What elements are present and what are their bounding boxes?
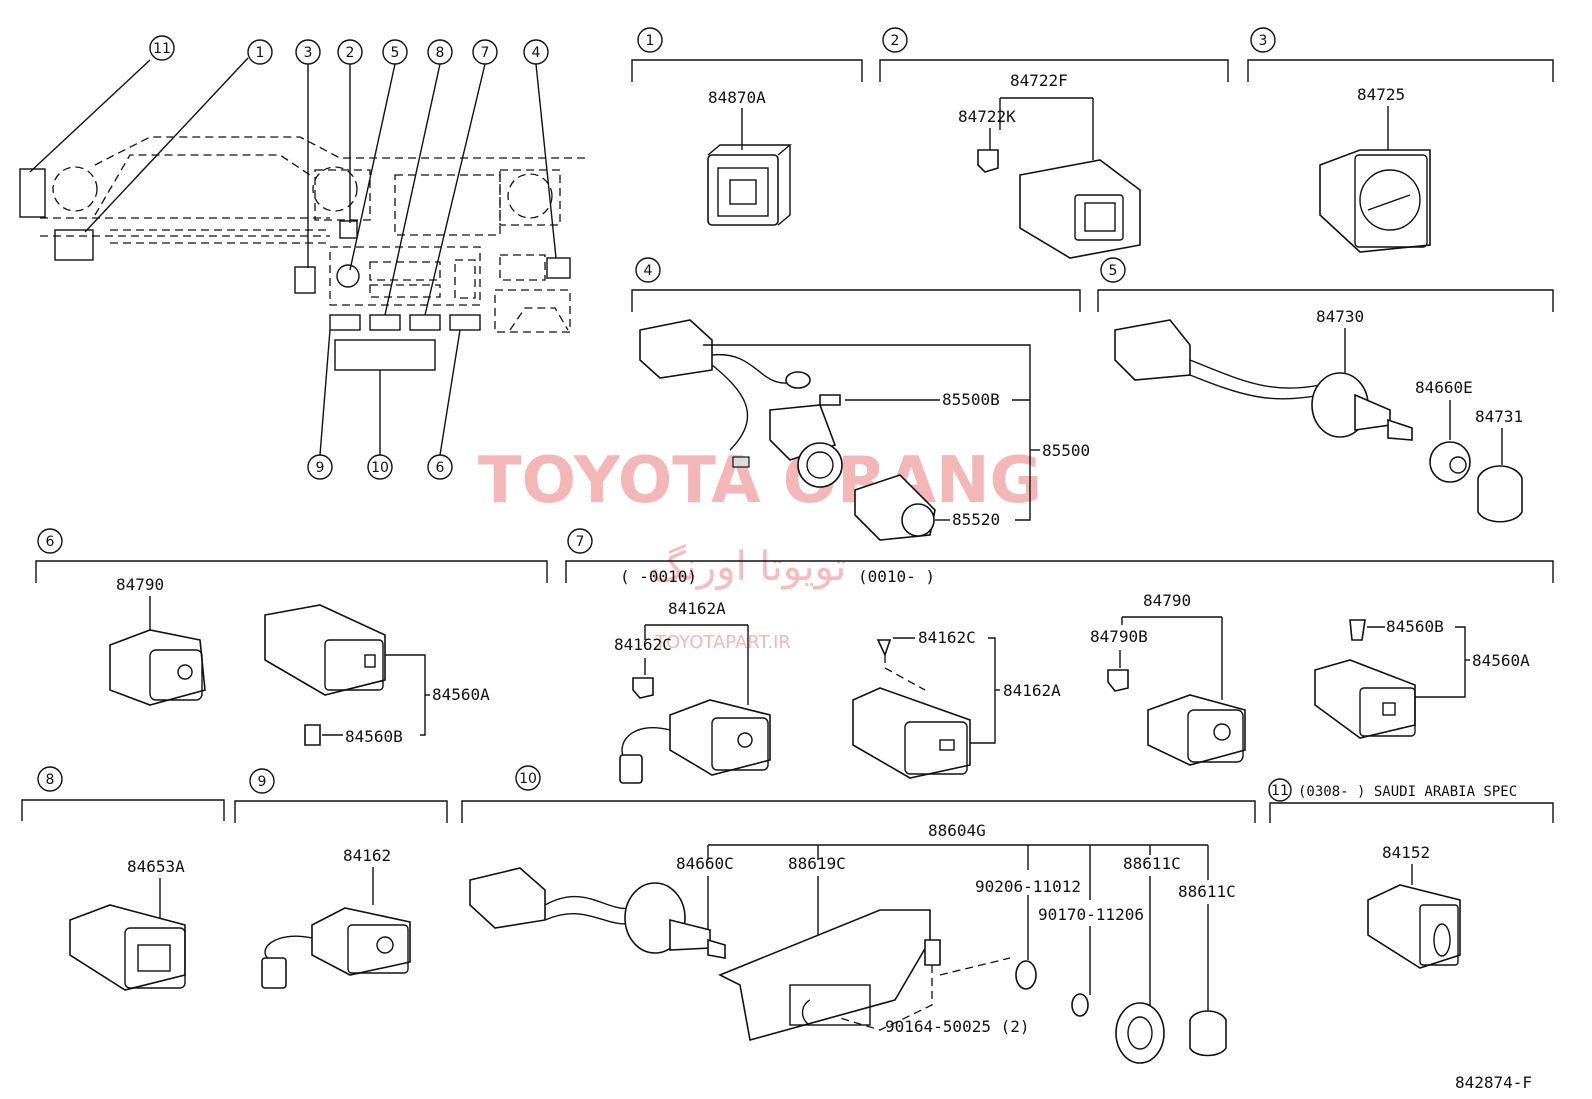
part-88604G: 88604G [928, 821, 986, 840]
section-4-number: 4 [644, 263, 653, 279]
callout-10: 10 [371, 460, 389, 476]
section-9: 9 84162 [234, 768, 448, 989]
overview-callouts-top: 11 1 3 2 5 8 7 4 [149, 35, 549, 65]
section-5: 5 84730 84660E 84731 [1097, 257, 1554, 523]
diagram-code: 842874-F [1455, 1073, 1532, 1092]
section-6-number: 6 [46, 534, 55, 550]
callout-5: 5 [391, 45, 400, 61]
part-90206-11012: 90206-11012 [975, 877, 1081, 896]
section-10-number: 10 [519, 771, 537, 787]
section-3: 3 84725 [1247, 27, 1554, 253]
part-84152: 84152 [1382, 843, 1430, 862]
watermark-persian: تویوتا اورنگ [650, 544, 846, 590]
part-84162A-b: 84162A [1003, 681, 1061, 700]
part-84790-b: 84790 [1143, 591, 1191, 610]
part-84560B: 84560B [345, 727, 403, 746]
callout-3: 3 [304, 45, 313, 61]
section-2-number: 2 [891, 33, 900, 49]
section-7: 7 ( -0010) (0010- ) 84162A 84162C 84162C… [565, 528, 1554, 784]
part-84560A-b: 84560A [1472, 651, 1530, 670]
part-88611C-b: 88611C [1178, 882, 1236, 901]
section-11: 11 (0308- ) SAUDI ARABIA SPEC 84152 [1268, 778, 1554, 969]
section-8-number: 8 [46, 772, 55, 788]
section-1: 1 84870A [631, 27, 863, 226]
watermark-url: TOYOTAPART.IR [654, 632, 791, 653]
section-6: 6 84790 84560A 84560B [35, 528, 548, 746]
part-84722K: 84722K [958, 107, 1016, 126]
part-84162C-b: 84162C [918, 628, 976, 647]
part-84162: 84162 [343, 846, 391, 865]
section-11-number: 11 [1271, 783, 1289, 799]
part-84790: 84790 [116, 575, 164, 594]
callout-9: 9 [316, 460, 325, 476]
range-before-0010: ( -0010) [620, 567, 697, 586]
part-90170-11206: 90170-11206 [1038, 905, 1144, 924]
watermark-title: TOYOTA ORANG [478, 444, 1042, 518]
section-8: 8 84653A [21, 766, 225, 991]
callout-11: 11 [153, 41, 171, 57]
section-11-note: (0308- ) SAUDI ARABIA SPEC [1298, 784, 1517, 800]
part-84730: 84730 [1316, 307, 1364, 326]
section-2: 2 84722F 84722K [879, 27, 1229, 259]
part-88619C: 88619C [788, 854, 846, 873]
part-84870A: 84870A [708, 88, 766, 107]
callout-6: 6 [436, 460, 445, 476]
overview-callouts-bottom: 9 10 6 [307, 454, 453, 480]
section-10: 10 88604G 84660C 88619C 90206-11012 9017… [461, 765, 1256, 1064]
part-88611C-a: 88611C [1123, 854, 1181, 873]
range-after-0010: (0010- ) [858, 567, 935, 586]
section-7-number: 7 [576, 534, 585, 550]
part-84731: 84731 [1475, 407, 1523, 426]
part-85500B: 85500B [942, 390, 1000, 409]
callout-1: 1 [256, 45, 265, 61]
section-1-number: 1 [646, 33, 655, 49]
part-84162A-a: 84162A [668, 599, 726, 618]
dashboard-overview [19, 57, 590, 456]
part-84725: 84725 [1357, 85, 1405, 104]
part-84653A: 84653A [127, 857, 185, 876]
part-85500: 85500 [1042, 441, 1090, 460]
part-84790B: 84790B [1090, 627, 1148, 646]
callout-2: 2 [346, 45, 355, 61]
part-84560A: 84560A [432, 685, 490, 704]
part-84660C: 84660C [676, 854, 734, 873]
callout-8: 8 [436, 45, 445, 61]
part-90164-50025: 90164-50025 (2) [885, 1017, 1030, 1036]
part-84162C-a: 84162C [614, 635, 672, 654]
callout-4: 4 [532, 45, 541, 61]
section-3-number: 3 [1259, 33, 1268, 49]
section-4: 4 85500B 85500 85520 [631, 257, 1090, 541]
part-84660E: 84660E [1415, 378, 1473, 397]
section-5-number: 5 [1109, 263, 1118, 279]
section-9-number: 9 [258, 774, 267, 790]
part-85520: 85520 [952, 510, 1000, 529]
part-84722F: 84722F [1010, 71, 1068, 90]
part-84560B-b: 84560B [1386, 617, 1444, 636]
callout-7: 7 [481, 45, 490, 61]
